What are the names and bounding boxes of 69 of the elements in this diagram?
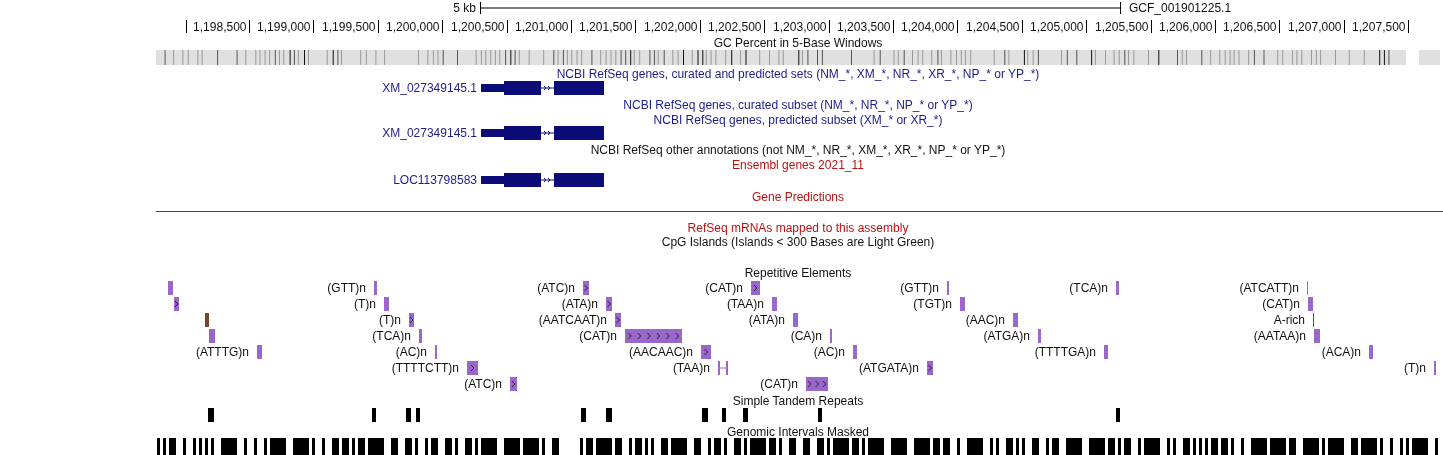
- repeat-label: (T)n: [1404, 361, 1426, 375]
- repeat-label: (TAA)n: [672, 361, 710, 375]
- coordinate-label: 1,203,500: [837, 20, 891, 34]
- coordinate-label: 1,206,000: [1159, 20, 1213, 34]
- repeat-label: (ATC)n: [464, 377, 502, 391]
- coordinate-label: 1,203,000: [773, 20, 827, 34]
- gene-name: LOC113798583: [393, 173, 477, 187]
- repeat-label: A-rich: [1273, 313, 1305, 327]
- coordinate-label: 1,198,500: [193, 20, 247, 34]
- repeat-label: (ATTTG)n: [195, 345, 249, 359]
- repeat-label: (GTT)n: [327, 281, 366, 295]
- track-title: RefSeq mRNAs mapped to this assembly: [687, 221, 909, 235]
- coordinate-label: 1,204,000: [901, 20, 955, 34]
- coordinate-label: 1,201,500: [579, 20, 633, 34]
- assembly-label: GCF_001901225.1: [1129, 1, 1232, 15]
- track-title: Gene Predictions: [751, 190, 845, 204]
- coordinate-label: 1,199,500: [322, 20, 376, 34]
- repeat-label: (CA)n: [790, 329, 822, 343]
- repeat-label: (GTT)n: [900, 281, 939, 295]
- track-title: NCBI RefSeq genes, curated and predicted sets (NM_*, XM_*, NR_*, XR_*, NP_* or YP_*): [556, 67, 1040, 81]
- repeat-label: (TCA)n: [1069, 281, 1108, 295]
- coordinate-label: 1,207,000: [1288, 20, 1342, 34]
- repeat-label: (ATCATT)n: [1239, 281, 1299, 295]
- track-title: NCBI RefSeq other annotations (not NM_*, NR_*, XM_*, XR_*, NP_* or YP_*): [590, 143, 1006, 157]
- scale-label: 5 kb: [453, 1, 476, 15]
- track-title: Simple Tandem Repeats: [732, 394, 864, 408]
- track-title: Genomic Intervals Masked: [726, 425, 870, 439]
- track-title: CpG Islands (Islands < 300 Bases are Light Green): [661, 235, 935, 249]
- track-title: GC Percent in 5-Base Windows: [713, 36, 883, 50]
- repeat-label: (TGT)n: [913, 297, 952, 311]
- repeat-label: (TAA)n: [726, 297, 764, 311]
- repeat-label: (CAT)n: [760, 377, 798, 391]
- repeat-label: (T)n: [354, 297, 376, 311]
- gene-name: XM_027349145.1: [382, 126, 477, 140]
- coordinate-label: 1,205,500: [1095, 20, 1149, 34]
- repeat-label: (ATGA)n: [983, 329, 1030, 343]
- repeat-label: (AAC)n: [965, 313, 1005, 327]
- repeat-label: (T)n: [379, 313, 401, 327]
- gene-name: XM_027349145.1: [382, 81, 477, 95]
- coordinate-label: 1,200,500: [451, 20, 505, 34]
- repeat-label: (CAT)n: [1262, 297, 1300, 311]
- repeat-label: (AATCAAT)n: [538, 313, 607, 327]
- track-title: Repetitive Elements: [744, 266, 852, 280]
- track-title: Ensembl genes 2021_11: [732, 158, 864, 172]
- coordinate-label: 1,202,000: [644, 20, 698, 34]
- repeat-label: (TCA)n: [372, 329, 411, 343]
- coordinate-label: 1,207,500: [1352, 20, 1406, 34]
- repeat-label: (AATAA)n: [1253, 329, 1306, 343]
- coordinate-label: 1,204,500: [966, 20, 1020, 34]
- repeat-label: (TTTTGA)n: [1034, 345, 1096, 359]
- coordinate-label: 1,201,000: [515, 20, 569, 34]
- repeat-label: (AC)n: [813, 345, 845, 359]
- repeat-label: (AACAAC)n: [629, 345, 693, 359]
- repeat-label: (ATA)n: [748, 313, 785, 327]
- repeat-label: (CAT)n: [705, 281, 743, 295]
- repeat-label: (CAT)n: [579, 329, 617, 343]
- coordinate-label: 1,199,000: [257, 20, 311, 34]
- track-title: NCBI RefSeq genes, curated subset (NM_*, NR_*, NP_* or YP_*): [623, 98, 973, 112]
- repeat-label: (TTTTCTT)n: [391, 361, 459, 375]
- coordinate-label: 1,202,500: [708, 20, 762, 34]
- repeat-label: (ACA)n: [1321, 345, 1361, 359]
- repeat-label: (ATC)n: [537, 281, 575, 295]
- coordinate-label: 1,205,000: [1030, 20, 1084, 34]
- repeat-label: (AC)n: [395, 345, 427, 359]
- track-title: NCBI RefSeq genes, predicted subset (XM_* or XR_*): [653, 113, 943, 127]
- repeat-label: (ATA)n: [561, 297, 598, 311]
- coordinate-label: 1,200,000: [386, 20, 440, 34]
- coordinate-label: 1,206,500: [1223, 20, 1277, 34]
- repeat-label: (ATGATA)n: [859, 361, 919, 375]
